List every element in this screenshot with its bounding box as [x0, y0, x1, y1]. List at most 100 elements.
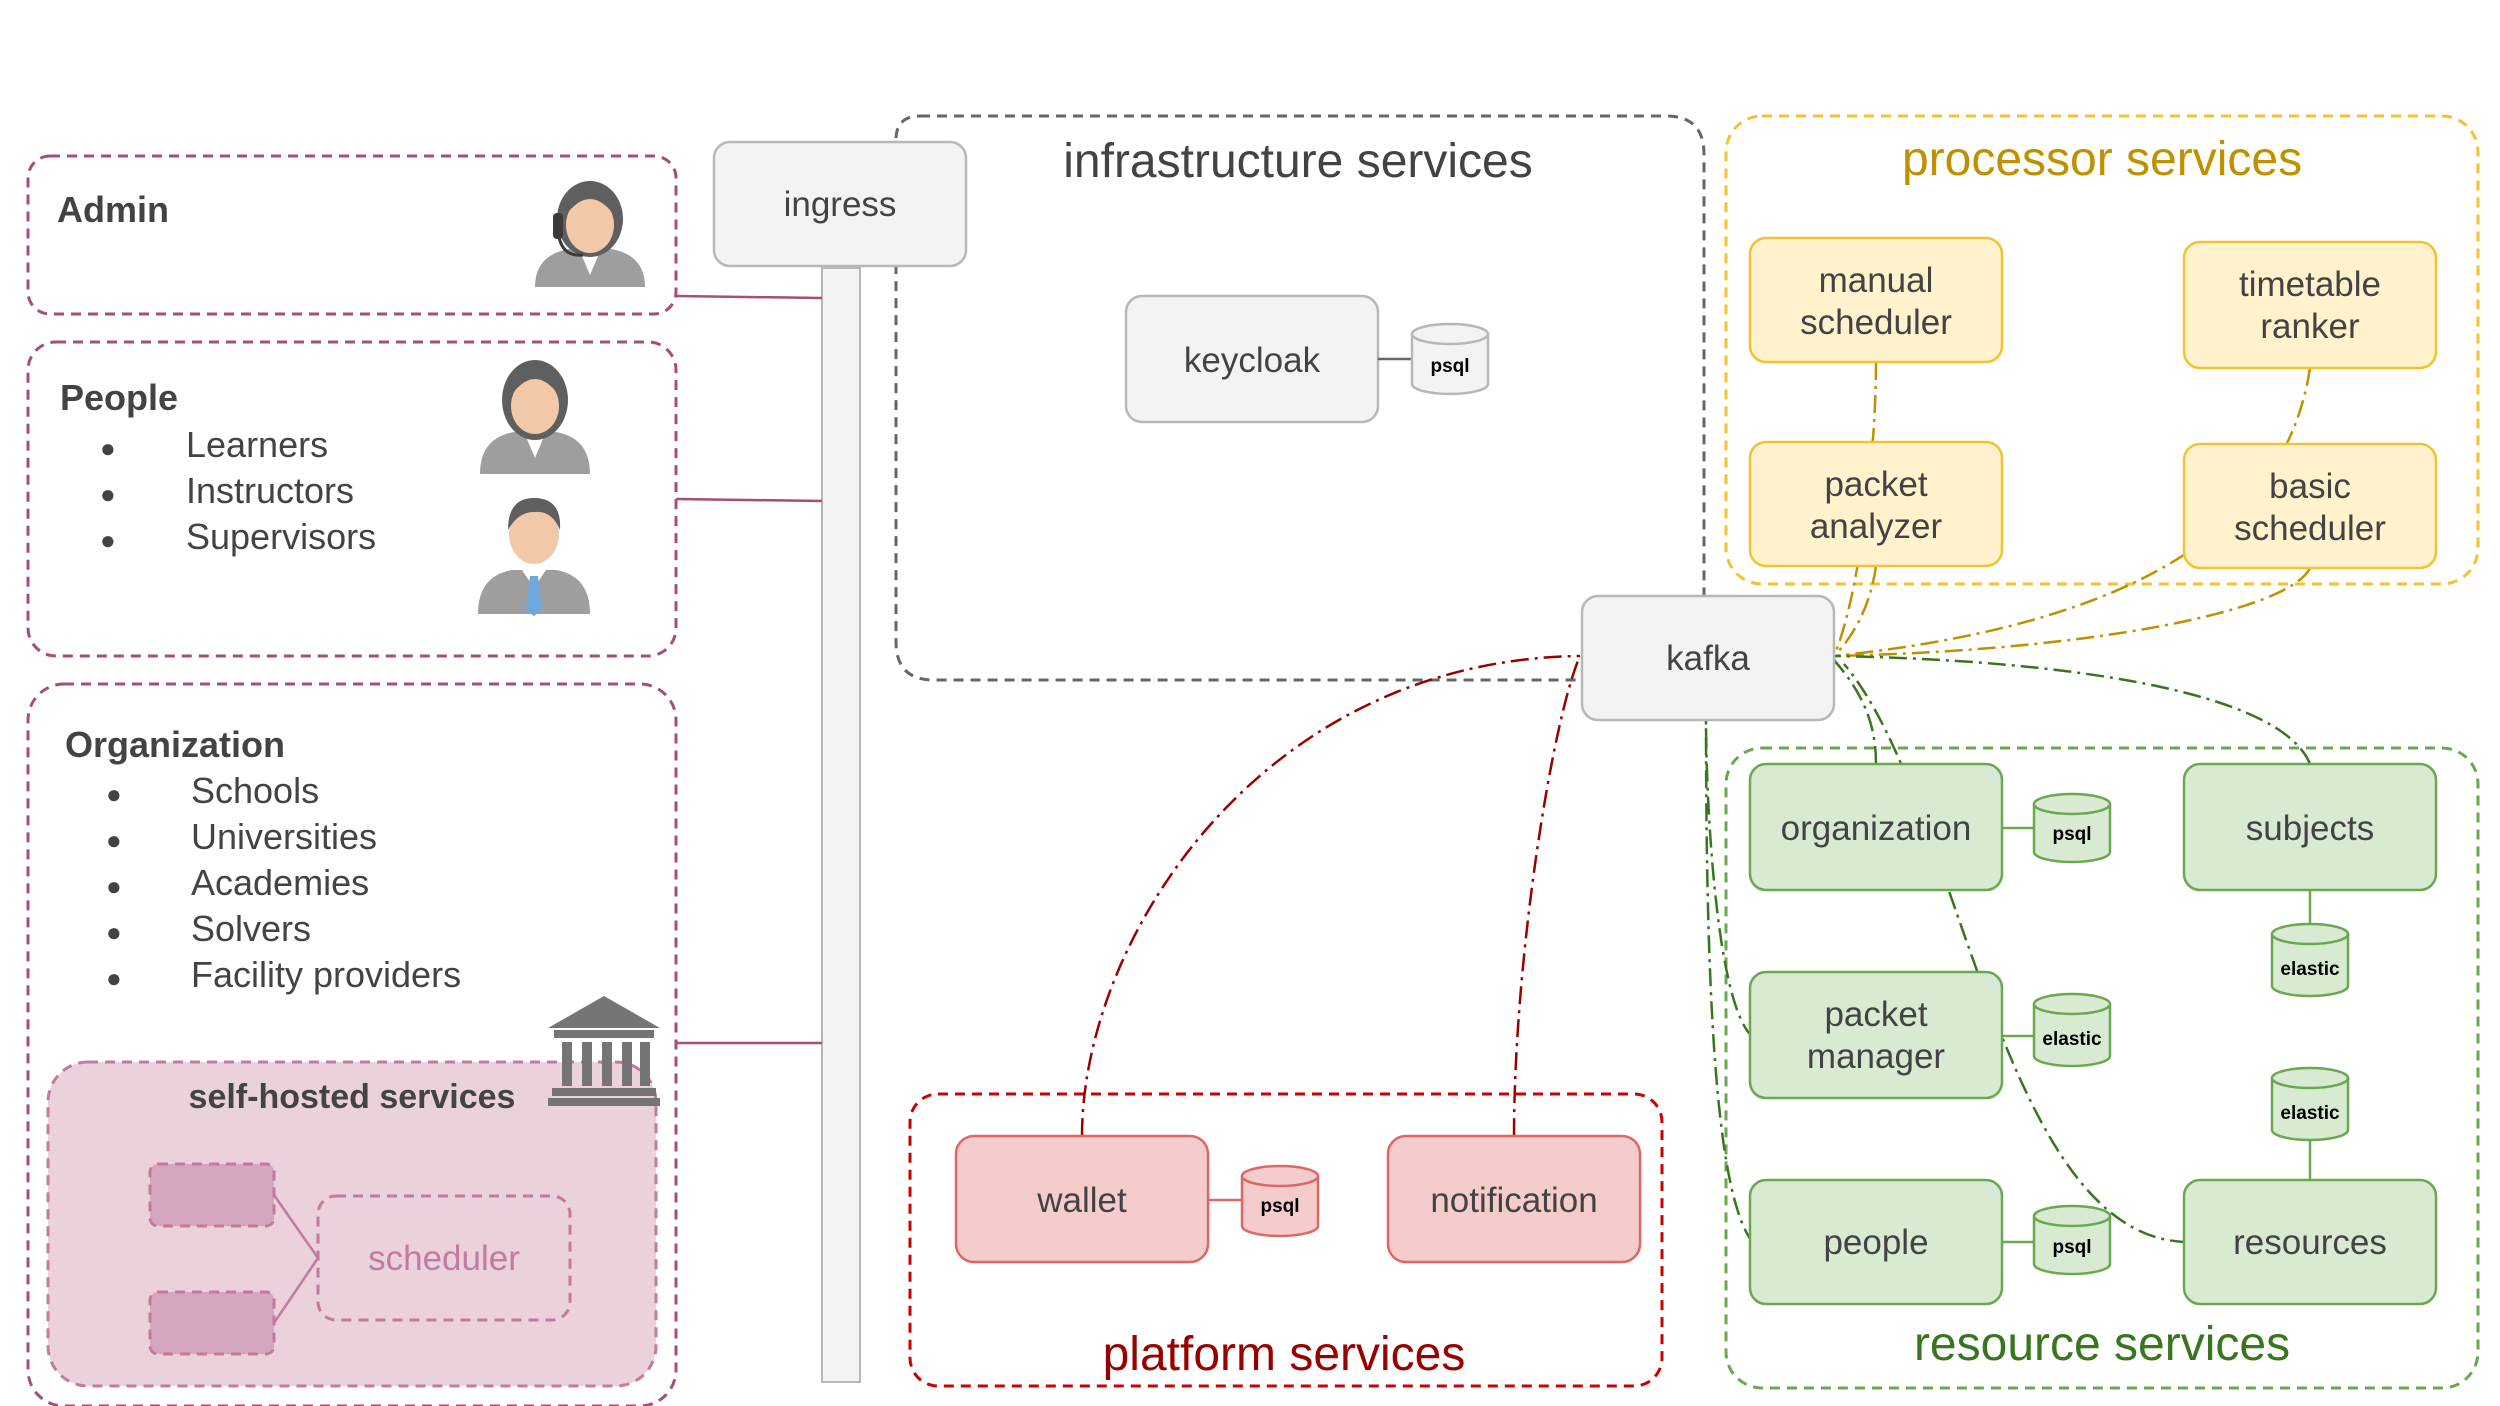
packet-manager-node	[1748, 970, 2004, 1100]
platform-services-title: platform services	[1103, 1328, 1466, 1381]
packet-analyzer-node	[1748, 440, 2004, 568]
resources-db-label: elastic	[2280, 1103, 2340, 1124]
infrastructure-services-group	[894, 114, 1706, 682]
admin-group	[26, 154, 678, 316]
people-group	[26, 340, 678, 658]
admin-ingress-link	[675, 294, 823, 300]
keycloak-db: psql	[1410, 322, 1490, 396]
admin-title: Admin	[57, 189, 169, 230]
list-item: Schools	[191, 770, 319, 811]
wallet-kafka-link	[1080, 654, 1581, 1137]
manual-scheduler-kafka-link	[1832, 361, 1878, 657]
packet-manager-db: elastic	[2032, 992, 2112, 1068]
packet-analyzer-label-2: analyzer	[1810, 507, 1943, 546]
basic-scheduler-kafka-link	[1833, 567, 2312, 658]
organization-list: ● Schools ● Universities ● Academies ● S…	[106, 770, 461, 995]
basic-scheduler-label-1: basic	[2269, 467, 2351, 506]
self-hosted-module-2	[148, 1290, 276, 1356]
people-kafka-link	[1704, 719, 1755, 1245]
list-bullet: ●	[100, 433, 116, 463]
processor-services-group	[1724, 114, 2480, 586]
subjects-db: elastic	[2270, 922, 2350, 998]
packet-manager-label-1: packet	[1824, 995, 1927, 1034]
organization-title: Organization	[65, 724, 285, 765]
list-item: Universities	[191, 816, 377, 857]
manual-scheduler-label-2: scheduler	[1800, 303, 1952, 342]
kafka-label: kafka	[1666, 639, 1750, 678]
platform-kafka-links	[1080, 654, 1582, 1137]
self-hosted-link-2	[272, 1257, 320, 1324]
notification-label: notification	[1430, 1181, 1597, 1220]
subjects-label: subjects	[2246, 809, 2374, 848]
notification-node	[1386, 1134, 1642, 1264]
organization-kafka-link	[1833, 659, 1878, 765]
scheduler-node	[316, 1194, 572, 1322]
packet-manager-label-2: manager	[1807, 1037, 1945, 1076]
timetable-ranker-label-2: ranker	[2260, 307, 2360, 346]
resource-services-title: resource services	[1914, 1318, 2290, 1371]
list-bullet: ●	[106, 779, 122, 809]
packet-manager-kafka-link	[1704, 719, 1755, 1040]
packet-analyzer-label-1: packet	[1824, 465, 1927, 504]
self-hosted-link-1	[272, 1194, 320, 1259]
basic-scheduler-label-2: scheduler	[2234, 509, 2386, 548]
infrastructure-services-title: infrastructure services	[1063, 135, 1532, 188]
self-hosted-services-title: self-hosted services	[189, 1078, 516, 1116]
keycloak-db-label: psql	[1430, 356, 1469, 377]
packet-analyzer-kafka-link	[1833, 565, 1878, 657]
list-bullet: ●	[106, 917, 122, 947]
self-hosted-module-1	[148, 1162, 276, 1228]
list-item: Academies	[191, 862, 369, 903]
people-label: people	[1823, 1223, 1928, 1262]
resources-db: elastic	[2270, 1066, 2350, 1142]
businessman-icon	[478, 498, 590, 616]
list-item: Instructors	[186, 470, 354, 511]
platform-services-group	[908, 1092, 1664, 1388]
keycloak-label: keycloak	[1184, 341, 1321, 380]
list-item: Facility providers	[191, 954, 461, 995]
wallet-db: psql	[1240, 1164, 1320, 1238]
female-support-agent-icon	[535, 181, 645, 287]
timetable-ranker-kafka-link	[1833, 367, 2312, 658]
people-title: People	[60, 377, 178, 418]
basic-scheduler-node	[2182, 442, 2438, 570]
scheduler-label: scheduler	[368, 1239, 520, 1278]
subjects-kafka-link	[1833, 654, 2312, 765]
resource-kafka-links	[1704, 654, 2312, 1245]
notification-kafka-link	[1512, 655, 1582, 1137]
packet-manager-db-label: elastic	[2042, 1029, 2102, 1050]
list-item: Learners	[186, 424, 328, 465]
processor-kafka-links	[1832, 361, 2312, 658]
institution-building-icon	[548, 996, 660, 1106]
organization-db: psql	[2032, 792, 2112, 864]
people-list: ● Learners ● Instructors ● Supervisors	[100, 424, 376, 557]
list-bullet: ●	[106, 871, 122, 901]
organization-label: organization	[1781, 809, 1972, 848]
kafka-node	[1580, 594, 1836, 722]
ingress-bus	[821, 267, 861, 1383]
organization-db-label: psql	[2052, 824, 2091, 845]
people-db-label: psql	[2052, 1237, 2091, 1258]
resource-services-group	[1724, 746, 2480, 1390]
ingress-label: ingress	[784, 185, 897, 224]
timetable-ranker-node	[2182, 240, 2438, 370]
resources-node	[2182, 1178, 2438, 1306]
manual-scheduler-node	[1748, 236, 2004, 364]
list-bullet: ●	[106, 825, 122, 855]
wallet-label: wallet	[1036, 1181, 1127, 1220]
list-item: Supervisors	[186, 516, 376, 557]
ingress-node	[712, 140, 968, 268]
businesswoman-icon	[480, 360, 590, 474]
processor-services-title: processor services	[1902, 133, 2302, 186]
organization-group	[26, 682, 678, 1406]
subjects-db-label: elastic	[2280, 959, 2340, 980]
resources-kafka-link	[1843, 663, 2189, 1244]
people-ingress-link	[675, 497, 823, 503]
list-bullet: ●	[100, 525, 116, 555]
wallet-db-label: psql	[1260, 1196, 1299, 1217]
people-db: psql	[2032, 1204, 2112, 1276]
list-bullet: ●	[106, 963, 122, 993]
manual-scheduler-label-1: manual	[1819, 261, 1934, 300]
list-item: Solvers	[191, 908, 311, 949]
